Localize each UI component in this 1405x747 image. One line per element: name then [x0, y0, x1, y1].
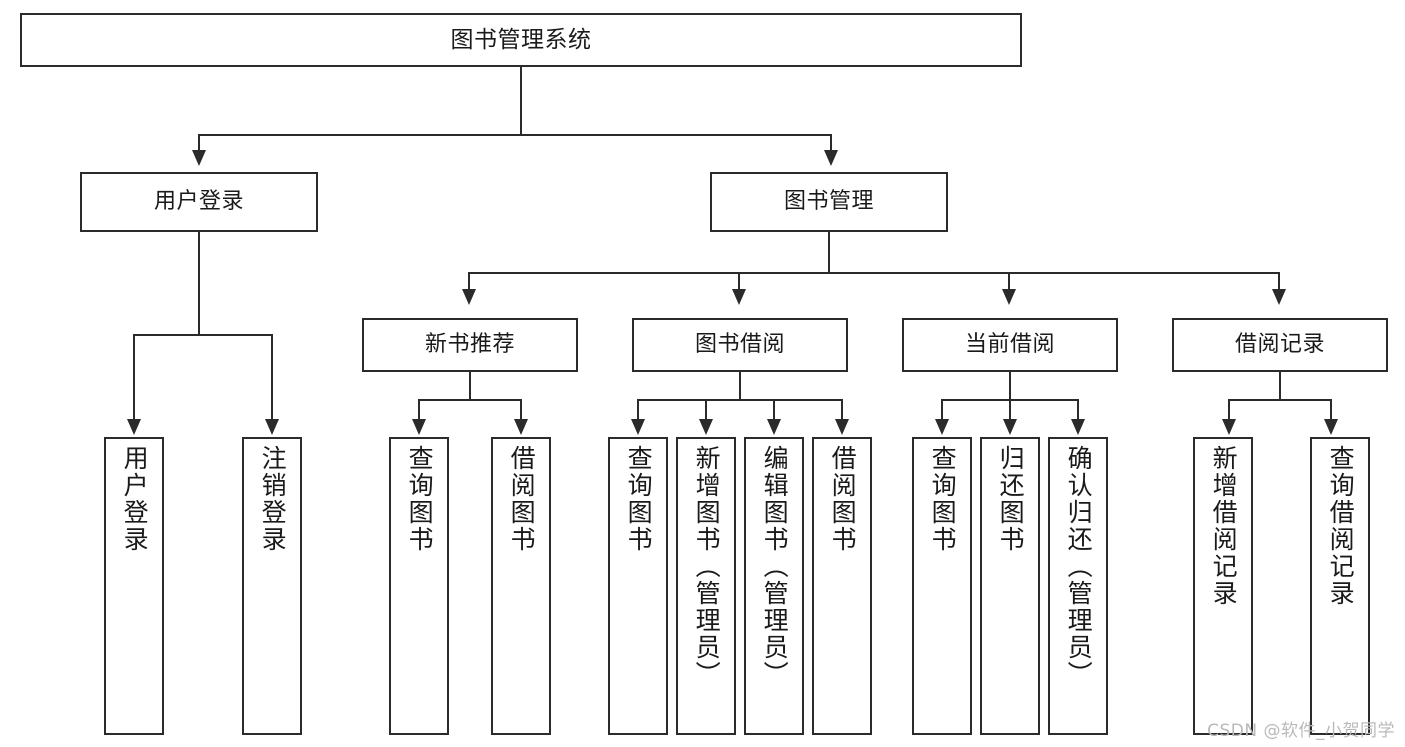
connector-borrow-stem — [739, 372, 741, 400]
connector-user-login-bus — [133, 334, 273, 336]
arrow-to-leaf-query-book-2 — [631, 419, 645, 435]
node-label: 用户登录 — [153, 188, 244, 214]
leaf-recommend-borrow-book[interactable]: 借阅图书 — [491, 437, 551, 735]
arrow-to-borrow-record — [1272, 289, 1286, 305]
connector-root-bus — [198, 134, 832, 136]
node-label: 查询图书 — [405, 445, 435, 553]
leaf-borrow-borrow-book[interactable]: 借阅图书 — [812, 437, 872, 735]
node-label: 新增图书（管理员） — [692, 445, 722, 688]
arrow-to-leaf-logout — [265, 419, 279, 435]
arrow-to-leaf-confirm-return — [1071, 419, 1085, 435]
node-book-management[interactable]: 图书管理 — [710, 172, 948, 232]
connector-record-stem — [1279, 372, 1281, 400]
leaf-borrow-query-book[interactable]: 查询图书 — [608, 437, 668, 735]
node-label: 借阅图书 — [828, 445, 858, 553]
arrow-to-new-book-recommend — [462, 289, 476, 305]
connector-recommend-stem — [469, 372, 471, 400]
node-label: 图书管理系统 — [450, 26, 592, 53]
arrow-to-book-borrow — [732, 289, 746, 305]
arrow-to-leaf-borrow-book-2 — [835, 419, 849, 435]
node-label: 查询图书 — [624, 445, 654, 553]
connector-record-bus — [1228, 399, 1332, 401]
node-root-system[interactable]: 图书管理系统 — [20, 13, 1022, 67]
arrow-to-leaf-query-book-3 — [935, 419, 949, 435]
connector-record-drop-2 — [1330, 399, 1332, 421]
arrow-to-leaf-borrow-book-1 — [514, 419, 528, 435]
connector-current-drop-1 — [941, 399, 943, 421]
node-label: 注销登录 — [258, 445, 288, 553]
leaf-logout[interactable]: 注销登录 — [242, 437, 302, 735]
node-user-login[interactable]: 用户登录 — [80, 172, 318, 232]
leaf-current-confirm-return[interactable]: 确认归还（管理员） — [1048, 437, 1108, 735]
connector-l3-drop-1 — [468, 272, 470, 290]
connector-book-management-stem — [828, 232, 830, 274]
arrow-to-leaf-query-book-1 — [412, 419, 426, 435]
node-label: 借阅记录 — [1234, 331, 1325, 357]
node-current-borrow[interactable]: 当前借阅 — [902, 318, 1118, 372]
connector-user-login-drop-2 — [271, 334, 273, 421]
connector-borrow-drop-4 — [841, 399, 843, 421]
connector-recommend-bus — [418, 399, 522, 401]
node-label: 新书推荐 — [424, 331, 515, 357]
connector-record-drop-1 — [1228, 399, 1230, 421]
arrow-to-current-borrow — [1002, 289, 1016, 305]
node-label: 新增借阅记录 — [1209, 445, 1239, 607]
leaf-current-return-book[interactable]: 归还图书 — [980, 437, 1040, 735]
connector-root-drop-left — [198, 134, 200, 152]
connector-l3-drop-2 — [738, 272, 740, 290]
connector-recommend-drop-1 — [418, 399, 420, 421]
node-new-book-recommend[interactable]: 新书推荐 — [362, 318, 578, 372]
node-label: 确认归还（管理员） — [1064, 445, 1094, 688]
connector-borrow-bus — [637, 399, 843, 401]
arrow-to-leaf-add-book — [699, 419, 713, 435]
arrow-to-leaf-user-login — [127, 419, 141, 435]
arrow-to-leaf-add-record — [1222, 419, 1236, 435]
node-borrow-record[interactable]: 借阅记录 — [1172, 318, 1388, 372]
node-label: 图书管理 — [783, 188, 874, 214]
node-label: 归还图书 — [996, 445, 1026, 553]
node-label: 用户登录 — [120, 445, 150, 553]
connector-book-management-bus — [468, 272, 1280, 274]
connector-l3-drop-4 — [1278, 272, 1280, 290]
leaf-user-login[interactable]: 用户登录 — [104, 437, 164, 735]
arrow-to-leaf-return-book — [1003, 419, 1017, 435]
connector-current-drop-3 — [1077, 399, 1079, 421]
connector-current-drop-2 — [1009, 399, 1011, 421]
connector-l3-drop-3 — [1008, 272, 1010, 290]
leaf-current-query-book[interactable]: 查询图书 — [912, 437, 972, 735]
leaf-record-add-record[interactable]: 新增借阅记录 — [1193, 437, 1253, 735]
arrow-to-user-login — [192, 150, 206, 166]
connector-borrow-drop-3 — [773, 399, 775, 421]
arrow-to-leaf-query-record — [1324, 419, 1338, 435]
connector-borrow-drop-2 — [705, 399, 707, 421]
arrow-to-leaf-edit-book — [767, 419, 781, 435]
connector-current-stem — [1009, 372, 1011, 400]
connector-recommend-drop-2 — [520, 399, 522, 421]
node-label: 查询借阅记录 — [1326, 445, 1356, 607]
connector-borrow-drop-1 — [637, 399, 639, 421]
connector-root-drop-right — [830, 134, 832, 152]
node-label: 图书借阅 — [694, 331, 785, 357]
node-label: 当前借阅 — [964, 331, 1055, 357]
node-label: 借阅图书 — [507, 445, 537, 553]
leaf-recommend-query-book[interactable]: 查询图书 — [389, 437, 449, 735]
arrow-to-book-management — [824, 150, 838, 166]
leaf-borrow-add-book[interactable]: 新增图书（管理员） — [676, 437, 736, 735]
node-label: 编辑图书（管理员） — [760, 445, 790, 688]
node-label: 查询图书 — [928, 445, 958, 553]
leaf-record-query-record[interactable]: 查询借阅记录 — [1310, 437, 1370, 735]
connector-root-stem — [520, 67, 522, 135]
node-book-borrow[interactable]: 图书借阅 — [632, 318, 848, 372]
connector-user-login-drop-1 — [133, 334, 135, 421]
leaf-borrow-edit-book[interactable]: 编辑图书（管理员） — [744, 437, 804, 735]
connector-user-login-stem — [198, 232, 200, 335]
